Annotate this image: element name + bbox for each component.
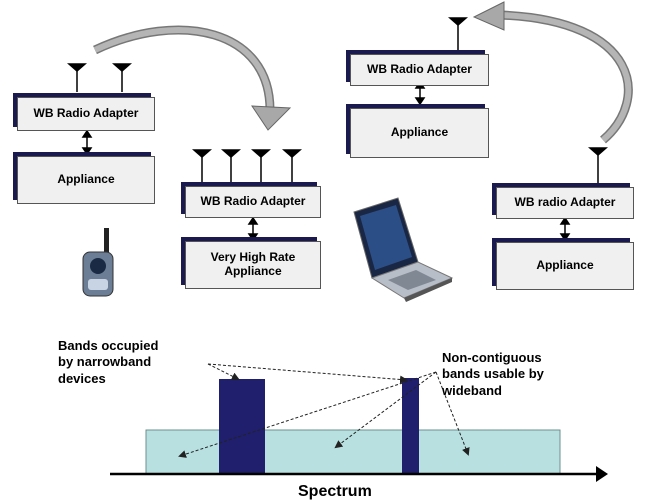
wb-radio-adapter-topright: WB Radio Adapter <box>350 54 489 86</box>
curved-arrow-head-left <box>251 105 292 131</box>
appliance-left: Appliance <box>17 156 155 204</box>
non-contiguous-label: Non-contiguous bands usable by wideband <box>442 350 544 398</box>
antenna-icon <box>588 147 608 184</box>
antenna-icon <box>67 63 132 92</box>
bands-occupied-label: Bands occupied by narrowband devices <box>58 338 159 386</box>
antenna-icon <box>448 17 468 50</box>
narrowband-bar-1 <box>219 379 265 474</box>
narrowband-bar-2 <box>402 378 419 474</box>
antenna-icon <box>192 149 302 184</box>
very-high-rate-appliance: Very High Rate Appliance <box>185 241 321 289</box>
spectrum-label: Spectrum <box>298 483 372 500</box>
laptop-icon <box>353 197 454 302</box>
curved-arrow-head-right <box>472 1 505 31</box>
walkie-talkie-icon <box>82 228 114 297</box>
wideband-region <box>145 429 561 475</box>
curved-arrow-icon <box>499 10 633 144</box>
wb-radio-adapter-right: WB radio Adapter <box>496 187 634 219</box>
appliance-right: Appliance <box>496 242 634 290</box>
wb-radio-adapter-mid: WB Radio Adapter <box>185 186 321 218</box>
spectrum-chart <box>110 363 608 482</box>
appliance-topright: Appliance <box>350 108 489 158</box>
wb-radio-adapter-left: WB Radio Adapter <box>17 97 155 131</box>
spectrum-axis-arrowhead <box>596 466 608 482</box>
